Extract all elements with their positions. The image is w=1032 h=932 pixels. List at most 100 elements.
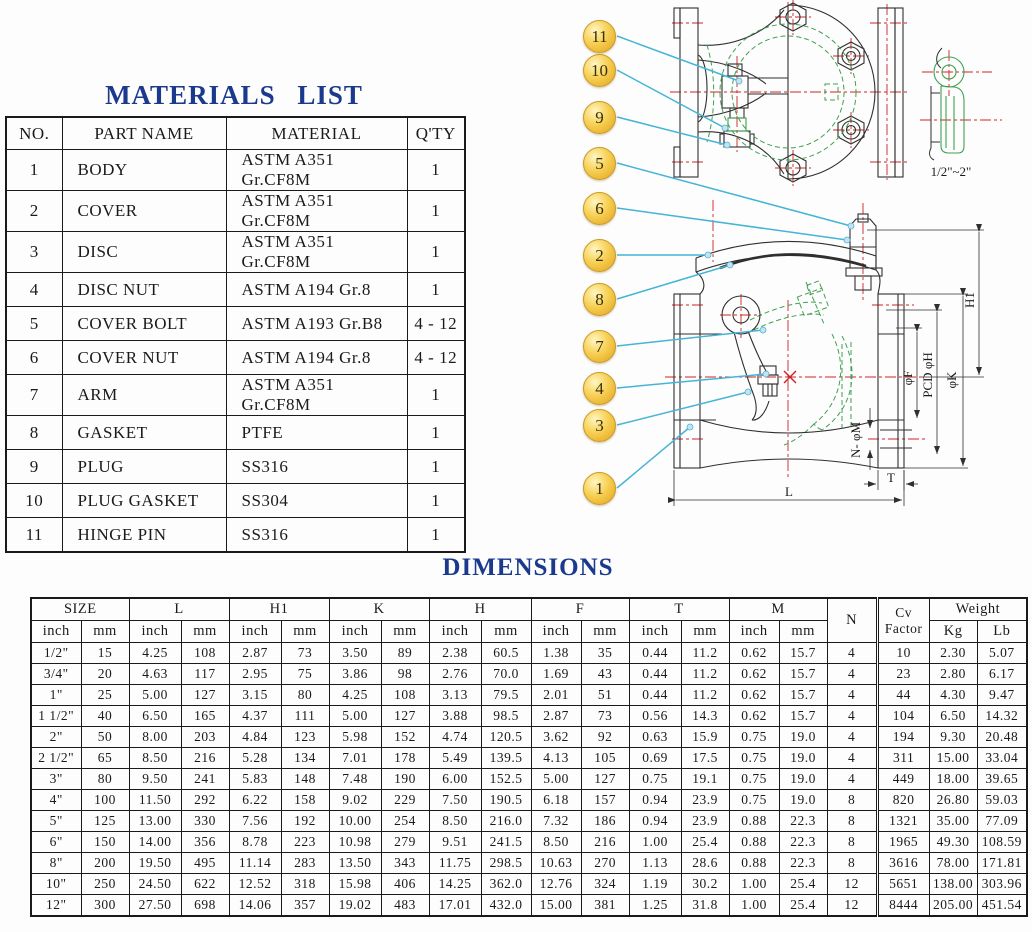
unit-h-mm: mm — [480, 620, 532, 643]
table-cell: 8.78 — [228, 831, 282, 853]
table-cell: 4.84 — [228, 726, 282, 748]
table-cell: 134 — [280, 747, 330, 769]
table-cell: 0.62 — [728, 684, 780, 706]
table-cell: 356 — [180, 831, 230, 853]
table-cell: 7.32 — [530, 810, 582, 832]
detail-view-black — [929, 47, 943, 161]
table-cell: 104 — [875, 705, 930, 727]
table-cell: 1 — [406, 272, 466, 307]
callout-balloon-2: 2 — [583, 239, 616, 272]
table-cell: 1 — [406, 517, 466, 553]
table-cell: 1 — [406, 149, 466, 191]
table-cell: 311 — [875, 747, 930, 769]
table-cell: 4 — [826, 747, 878, 769]
table-cell: 7 — [5, 374, 63, 416]
table-cell: 298.5 — [480, 852, 532, 874]
table-cell: 7.56 — [228, 810, 282, 832]
table-cell: 1.13 — [628, 852, 682, 874]
table-cell: 78.00 — [928, 852, 978, 874]
table-cell: 362.0 — [480, 873, 532, 895]
table-cell: 73 — [280, 642, 330, 664]
unit-h-inch: inch — [428, 620, 482, 643]
table-cell: 12.76 — [530, 873, 582, 895]
table-cell: 5 — [5, 306, 63, 341]
table-cell: 495 — [180, 852, 230, 874]
table-cell: 6.50 — [928, 705, 978, 727]
table-cell: 4.13 — [530, 747, 582, 769]
table-cell: 4" — [30, 789, 82, 811]
table-cell: 22.3 — [778, 852, 828, 874]
callout-balloon-10: 10 — [583, 54, 616, 87]
table-cell: HINGE PIN — [61, 517, 227, 553]
table-cell: 17.5 — [680, 747, 730, 769]
table-cell: 1 — [406, 231, 466, 273]
table-cell: 698 — [180, 894, 230, 917]
table-cell: 152 — [380, 726, 430, 748]
table-cell: 1 — [406, 483, 466, 518]
materials-header-partname: PART NAME — [61, 116, 227, 150]
table-cell: 10" — [30, 873, 82, 895]
table-cell: 2.76 — [428, 663, 482, 685]
table-cell: 27.50 — [128, 894, 182, 917]
materials-list-title: MATERIALS LIST — [105, 80, 363, 110]
table-cell: 483 — [380, 894, 430, 917]
leader-lines — [616, 35, 852, 489]
unit-t-mm: mm — [680, 620, 730, 643]
table-cell: 2.38 — [428, 642, 482, 664]
table-cell: 25.4 — [778, 894, 828, 917]
table-cell: 4.63 — [128, 663, 182, 685]
table-cell: 15.7 — [778, 663, 828, 685]
table-cell: 1965 — [875, 831, 930, 853]
table-cell: 5651 — [875, 873, 930, 895]
table-cell: 20 — [80, 663, 130, 685]
table-cell: 39.65 — [976, 768, 1028, 790]
table-cell: 3.88 — [428, 705, 482, 727]
table-cell: 77.09 — [976, 810, 1028, 832]
table-cell: 15.00 — [928, 747, 978, 769]
header-cv-factor: Cv Factor — [875, 597, 930, 643]
dim-label-h1: H1 — [962, 292, 977, 308]
unit-weight-lb: Lb — [976, 620, 1028, 643]
table-cell: 2 1/2" — [30, 747, 82, 769]
table-cell: COVER NUT — [61, 340, 227, 375]
table-cell: 8.50 — [428, 810, 482, 832]
callout-balloon-8: 8 — [583, 283, 616, 316]
group-header-h: H — [428, 597, 532, 621]
dimensions-unit-header-row: inch mm inch mm inch mm inch mm inch mm … — [30, 620, 1028, 643]
table-cell: 65 — [80, 747, 130, 769]
table-cell: 5.98 — [328, 726, 382, 748]
table-cell: 30.2 — [680, 873, 730, 895]
table-cell: 43 — [580, 663, 630, 685]
callout-balloon-3: 3 — [583, 409, 616, 442]
table-cell: 223 — [280, 831, 330, 853]
table-cell: 2.01 — [530, 684, 582, 706]
table-cell: 14.32 — [976, 705, 1028, 727]
table-cell: 324 — [580, 873, 630, 895]
table-cell: 108.59 — [976, 831, 1028, 853]
dim-label-pcd-h: PCD φH — [920, 352, 935, 397]
table-cell: 0.44 — [628, 684, 682, 706]
table-cell: ASTM A351 Gr.CF8M — [225, 149, 408, 191]
table-cell: 165 — [180, 705, 230, 727]
table-cell: 1 — [5, 149, 63, 191]
table-cell: 4.25 — [328, 684, 382, 706]
table-cell: 10 — [875, 642, 930, 664]
table-cell: ASTM A351 Gr.CF8M — [225, 374, 408, 416]
table-cell: 111 — [280, 705, 330, 727]
table-cell: 0.62 — [728, 642, 780, 664]
table-cell: 449 — [875, 768, 930, 790]
table-cell: 381 — [580, 894, 630, 917]
table-cell: 300 — [80, 894, 130, 917]
detail-range-note: 1/2"~2" — [931, 164, 972, 179]
table-cell: 2" — [30, 726, 82, 748]
table-cell: 7.50 — [428, 789, 482, 811]
callout-balloon-5: 5 — [583, 147, 616, 180]
table-cell: 75 — [280, 663, 330, 685]
